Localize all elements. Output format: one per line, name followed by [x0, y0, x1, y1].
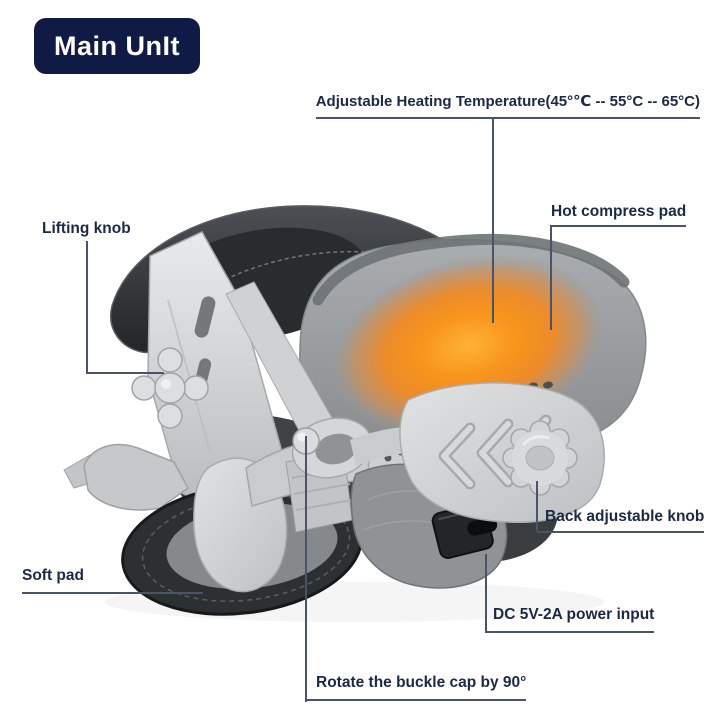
label-lifting-knob: Lifting knob [42, 220, 131, 237]
leader-line-lifting-knob-vertical [86, 241, 88, 374]
leader-line-hot-pad [550, 225, 552, 330]
label-dc-power-input: DC 5V-2A power input [486, 605, 655, 633]
leader-line-heating [492, 117, 494, 323]
main-unit-badge: Main UnIt [34, 18, 200, 74]
label-hot-compress-pad: Hot compress pad [551, 202, 687, 227]
main-unit-badge-label: Main UnIt [54, 30, 180, 61]
leader-line-back-knob [536, 481, 538, 531]
leader-line-lifting-knob-horizontal [86, 372, 164, 374]
label-rotate-buckle-cap: Rotate the buckle cap by 90° [306, 673, 527, 701]
lifting-knob [131, 347, 209, 429]
leader-line-power-input [485, 554, 487, 633]
back-adjustable-knob [502, 420, 578, 496]
label-soft-pad: Soft pad [22, 566, 203, 594]
label-heating-temperature: Adjustable Heating Temperature(45°℃ -- 5… [315, 92, 700, 119]
label-back-adjustable-knob: Back adjustable knob [537, 507, 705, 533]
hook-arm [63, 443, 189, 511]
leader-line-rotate-buckle [305, 436, 307, 702]
